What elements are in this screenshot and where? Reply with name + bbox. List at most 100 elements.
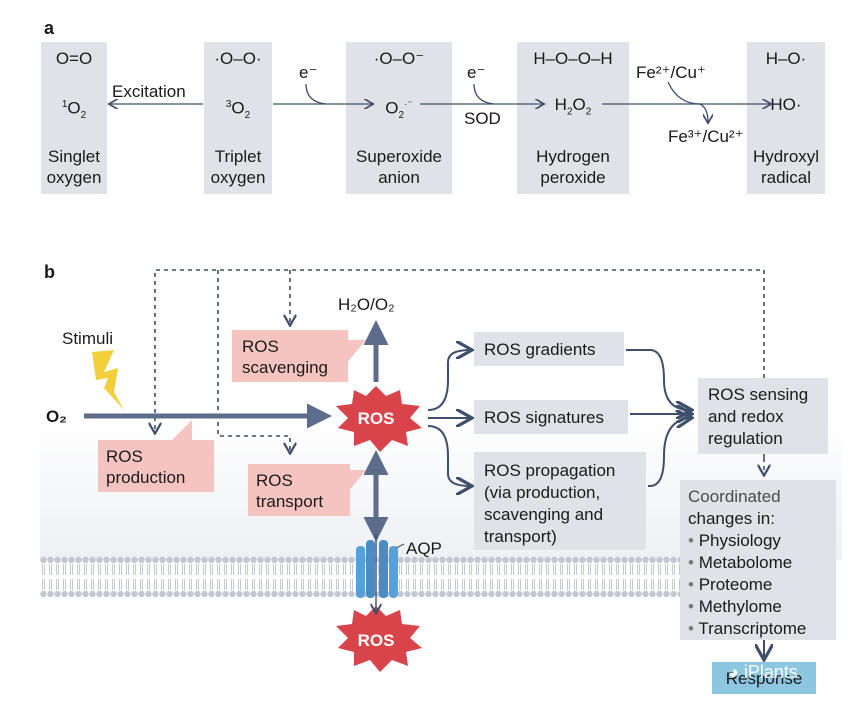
ros-production-line-1: ROS: [106, 447, 143, 466]
triplet-structure: ·O–O·: [214, 49, 262, 68]
triplet-pre-sup: 3: [225, 99, 232, 110]
singlet-main: O: [67, 98, 81, 118]
scavenging-tab: [346, 340, 366, 364]
ros-main-label: ROS: [357, 409, 395, 428]
change-physiology-text: Physiology: [698, 531, 781, 550]
superoxide-post-sup: ·⁻: [404, 99, 413, 110]
watermark-text: iPlants: [743, 662, 798, 682]
aqp-channel-icon: [356, 534, 405, 612]
ros-scavenging-line-1: ROS: [242, 337, 279, 356]
singlet-column: [41, 42, 107, 194]
peroxide-name-1: Hydrogen: [536, 147, 610, 166]
ros-production-line-2: production: [106, 468, 186, 487]
ros-scavenging-box: ROS scavenging: [232, 330, 348, 382]
electron-label-2: e⁻: [467, 63, 486, 82]
coordinated-line-1: Coordinated: [688, 487, 781, 506]
bullet-icon: •: [688, 531, 694, 550]
ros-transport-line-1: ROS: [256, 471, 293, 490]
superoxide-main: O: [385, 98, 399, 118]
peroxide-name-2: peroxide: [540, 168, 606, 187]
superoxide-name-1: Superoxide: [355, 147, 442, 166]
change-metabolome: • Metabolome: [688, 552, 792, 573]
bullet-icon: •: [688, 553, 694, 572]
superoxide-formula: O2·⁻: [346, 94, 452, 126]
singlet-sub: 2: [80, 110, 87, 122]
dashed-to-transport: [217, 270, 290, 452]
peroxide-structure: H–O–O–H: [533, 49, 613, 68]
change-methylome: • Methylome: [688, 596, 782, 617]
peroxide-sub2: 2: [585, 106, 592, 118]
change-proteome: • Proteome: [688, 574, 772, 595]
propagation-to-sensing-arrow: [648, 418, 690, 487]
superoxide-column: [346, 42, 452, 194]
hydroxyl-name-2: radical: [760, 168, 812, 187]
superoxide-sub: 2: [398, 110, 405, 122]
ros-gradients-label: ROS gradients: [484, 340, 596, 359]
change-physiology: • Physiology: [688, 530, 781, 551]
change-transcriptome: • Transcriptome: [688, 618, 806, 639]
gradients-to-sensing-arrow: [626, 349, 690, 410]
triplet-formula: 3O2: [204, 94, 272, 126]
superoxide-structure: ·O–O⁻: [373, 49, 425, 68]
ros-production-box: ROS production: [98, 440, 214, 492]
ros-signatures-label: ROS signatures: [484, 408, 604, 427]
singlet-formula: 1O2: [41, 94, 107, 126]
ros-star-bottom: [336, 606, 422, 672]
electron-2-curve: [473, 83, 495, 105]
ros-propagation-line-3: scavenging and: [484, 505, 604, 524]
change-transcriptome-text: Transcriptome: [698, 619, 807, 638]
excitation-label: Excitation: [112, 82, 186, 101]
ros-propagation-line-4: transport): [484, 527, 557, 546]
peroxide-sub: 2: [566, 106, 573, 118]
bullet-icon: •: [688, 575, 694, 594]
hydroxyl-formula: HO·: [770, 95, 802, 114]
sod-label: SOD: [464, 109, 501, 128]
triplet-column: [204, 42, 272, 194]
hydroxyl-structure: H–O·: [765, 49, 807, 68]
ros-to-propagation-arrow: [427, 425, 470, 486]
hydroxyl-name-1: Hydroxyl: [752, 147, 820, 166]
ros-sensing-line-3: regulation: [708, 429, 783, 448]
ros-transport-line-2: transport: [256, 492, 324, 511]
superoxide-name: Superoxide anion: [346, 146, 452, 188]
ros-to-gradients-arrow: [427, 350, 470, 411]
ros-signatures-box: ROS signatures: [474, 400, 628, 434]
aqp-label: AQP: [406, 539, 442, 558]
ros-propagation-line-1: ROS propagation: [484, 461, 616, 480]
fe-cu-out-label: Fe³⁺/Cu²⁺: [668, 127, 744, 146]
singlet-structure: O=O: [55, 49, 93, 68]
ros-transport-box: ROS transport: [248, 464, 350, 516]
singlet-name-1: Singlet: [48, 147, 100, 166]
lightning-icon: [92, 350, 124, 410]
panel-a-letter: a: [44, 18, 55, 38]
triplet-name-2: oxygen: [210, 168, 266, 187]
coordinated-line-2: changes in:: [688, 509, 775, 528]
ros-sensing-line-1: ROS sensing: [708, 385, 809, 404]
coordinated-changes-box: Coordinated changes in: • Physiology • M…: [680, 480, 836, 640]
triplet-sub: 2: [244, 110, 251, 122]
electron-1-curve: [305, 83, 327, 105]
h2o-o2-label: H₂O/O₂: [338, 295, 395, 314]
transport-tab: [348, 470, 366, 492]
triplet-name-1: Triplet: [214, 147, 262, 166]
ros-sensing-line-2: and redox: [708, 407, 784, 426]
ros-propagation-box: ROS propagation (via production, scaveng…: [474, 452, 646, 550]
peroxide-column: [517, 42, 629, 194]
triplet-name: Triplet oxygen: [200, 146, 276, 188]
singlet-name-2: oxygen: [46, 168, 102, 187]
ros-scavenging-line-2: scavenging: [242, 358, 329, 377]
singlet-name: Singlet oxygen: [36, 146, 112, 188]
change-methylome-text: Methylome: [698, 597, 782, 616]
panel-a-arrows: [0, 81, 852, 200]
triplet-main: O: [231, 98, 245, 118]
superoxide-name-2: anion: [378, 168, 420, 187]
peroxide-main: H: [554, 95, 567, 114]
stimuli-label: Stimuli: [62, 329, 114, 348]
wechat-icon: ◕: [728, 662, 739, 682]
watermark: ◕ iPlants: [728, 662, 798, 683]
change-metabolome-text: Metabolome: [698, 553, 793, 572]
panel-b-letter: b: [44, 262, 55, 282]
peroxide-formula: H2O2: [517, 94, 629, 122]
ros-propagation-line-2: (via production,: [484, 483, 601, 502]
ros-sensing-box: ROS sensing and redox regulation: [698, 378, 828, 454]
